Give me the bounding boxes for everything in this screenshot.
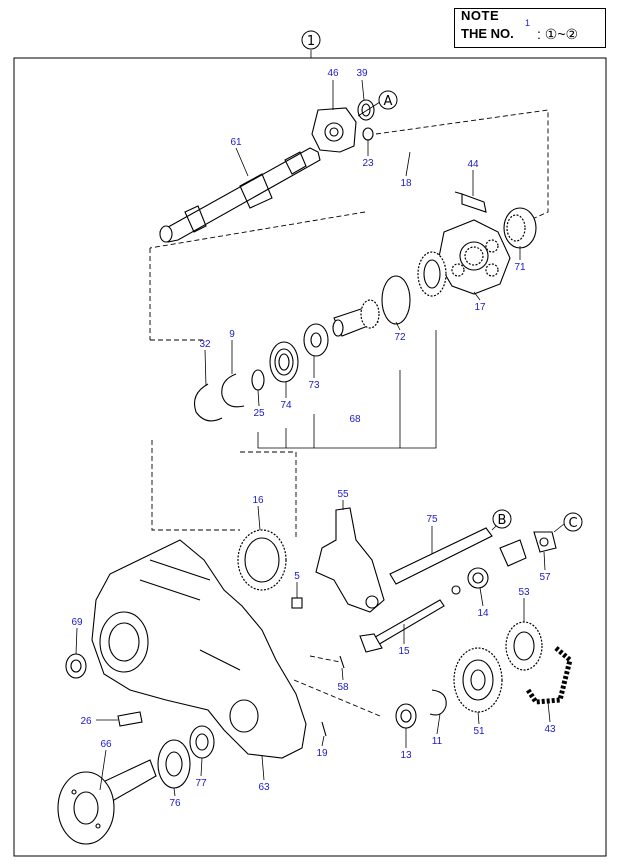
shift-fork-55 [315,507,385,613]
seal-77 [189,725,215,759]
callout-71: 71 [514,262,526,273]
pin-19 [321,721,327,737]
callout-57: 57 [539,572,551,583]
front-housing-plate [311,107,357,153]
assembly-number-callout: 1 [301,30,321,58]
sun-gear-shaft-68 [332,299,380,337]
callout-11: 11 [432,736,443,747]
ring-gear-16 [237,529,287,591]
callout-77: 77 [195,778,207,789]
callout-72: 72 [394,332,406,343]
reference-letter-b: B [492,509,512,529]
washer-73 [303,323,329,357]
snap-ring-32 [193,383,223,422]
input-shaft [149,147,366,341]
assembly-number: 1 [307,34,315,49]
callout-14: 14 [477,608,489,619]
washer-76 [157,739,191,789]
callout-15: 15 [398,646,410,657]
callout-43: 43 [544,724,556,735]
callout-66: 66 [100,739,112,750]
bushing-14 [451,567,489,595]
callout-76: 76 [169,798,181,809]
callout-44: 44 [467,159,479,170]
callout-39: 39 [356,68,368,79]
callout-5: 5 [294,571,300,582]
ref-letter-b: B [498,513,507,528]
callout-53: 53 [518,587,530,598]
seal-69 [65,653,87,679]
gear-51 [453,647,503,713]
callout-58: 58 [337,682,349,693]
callout-75: 75 [426,514,438,525]
reference-letter-a: A [357,90,398,117]
callout-17: 17 [474,302,486,313]
plug-26 [117,711,143,727]
bearing-74 [269,341,299,383]
shift-lug-57 [533,531,557,553]
callout-61: 61 [230,137,242,148]
callout-74: 74 [280,400,292,411]
callout-46: 46 [327,68,339,79]
snap-ring-11 [429,689,447,716]
note-superscript: 1 [525,18,531,28]
snap-ring-25 [251,369,265,391]
callout-numbers: 46 39 61 23 18 44 71 17 72 68 73 74 25 3… [71,68,556,809]
callout-63: 63 [258,782,270,793]
callout-73: 73 [308,380,320,391]
note-range: : ①~② [537,26,579,42]
chain-43 [525,646,573,705]
note-label: THE NO. [461,26,514,41]
gear-71 [503,207,537,249]
bearing-13 [395,703,417,729]
diagram-frame [13,57,607,857]
callout-68: 68 [349,414,361,425]
output-flange-66 [57,759,157,845]
callout-69: 69 [71,617,83,628]
shift-rod-15 [359,599,445,653]
planetary-carrier-17 [437,219,511,295]
callout-18: 18 [400,178,412,189]
breather-44 [454,191,487,213]
ring-39 [357,99,375,121]
sprocket-53 [505,621,543,671]
callout-16: 16 [252,495,264,506]
callout-leaders [75,79,551,797]
pin-5 [291,597,303,609]
callout-25: 25 [253,408,265,419]
reference-letter-c: C [553,512,583,533]
callout-51: 51 [473,726,485,737]
ring-23 [362,127,374,141]
callout-19: 19 [316,748,328,759]
callout-13: 13 [400,750,412,761]
plate-72 [381,275,411,325]
shift-lug [499,539,527,567]
note-box: NOTE THE NO. 1 : ①~② [454,8,606,48]
callout-55: 55 [337,489,349,500]
ref-letter-a: A [384,94,393,109]
ring-gear [417,251,447,297]
note-title: NOTE [461,8,500,23]
pin-58 [339,655,345,669]
ref-letter-c: C [568,516,577,531]
transfer-case-housing-63 [91,539,307,759]
callout-9: 9 [229,329,235,340]
callout-23: 23 [362,158,374,169]
snap-ring-9 [221,373,245,408]
callout-26: 26 [80,716,92,727]
callout-32: 32 [199,339,211,350]
